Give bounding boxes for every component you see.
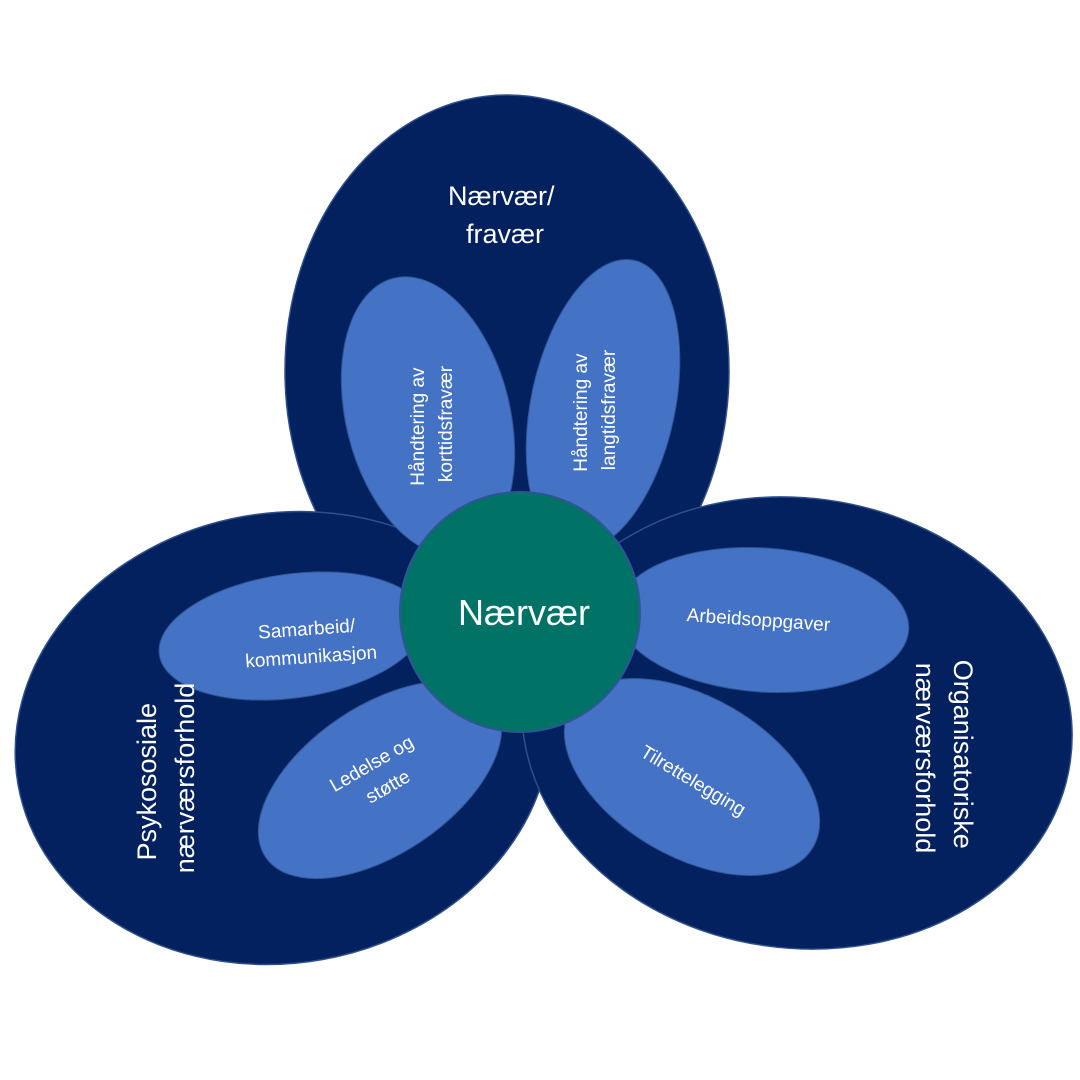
petal-short-term-label: Håndtering av korttidsfravær <box>408 362 457 486</box>
top-lobe-label: Nærvær/ fravær <box>448 181 562 249</box>
center-circle <box>399 491 641 733</box>
center-label: Nærvær <box>458 592 590 633</box>
petal-long-term-label: Håndtering av langtidsfravær <box>571 348 620 472</box>
right-lobe-label: Organisatoriske nærværsforhold <box>910 660 978 857</box>
left-lobe-label: Psykososiale nærværsforhold <box>132 683 200 874</box>
